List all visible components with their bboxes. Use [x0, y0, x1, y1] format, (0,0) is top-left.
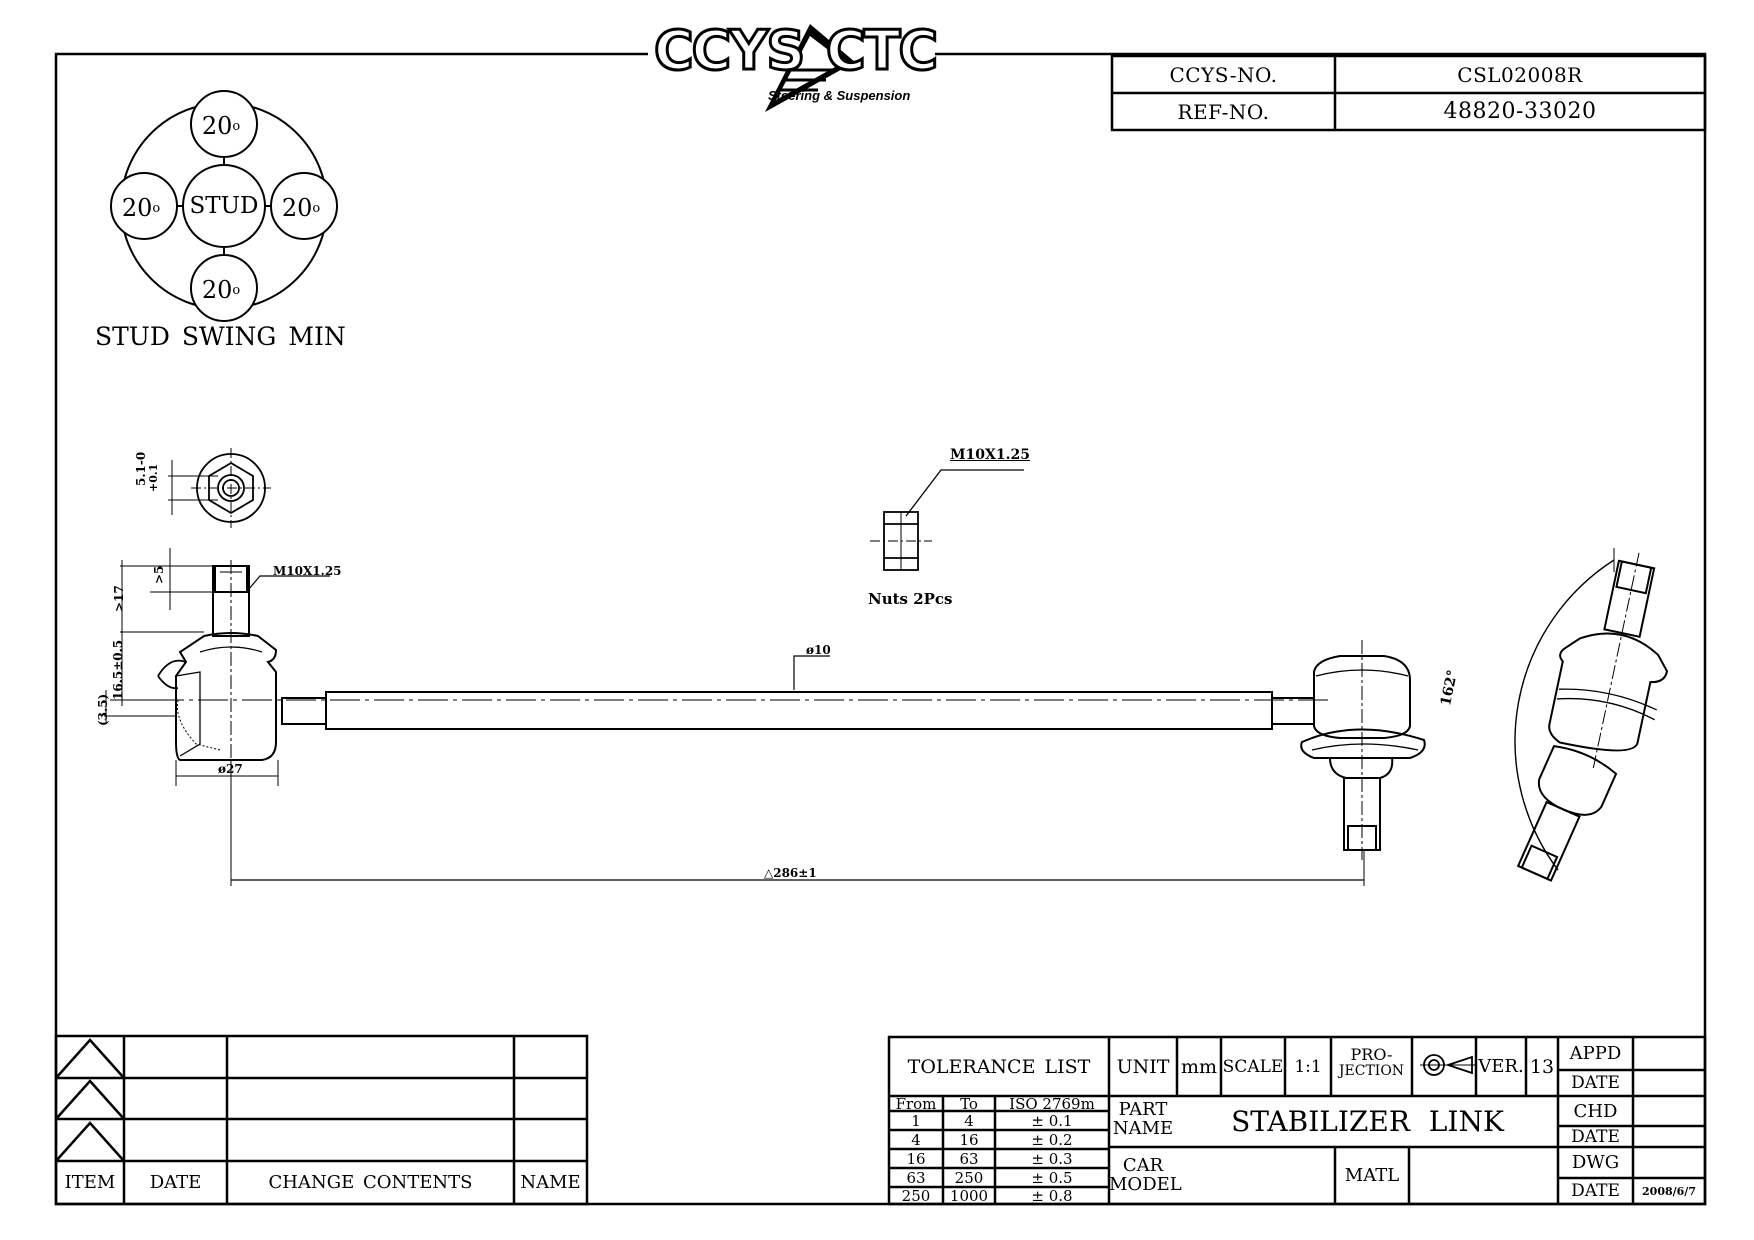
projection-symbol	[1420, 1054, 1476, 1076]
tol-header-to: To	[960, 1095, 978, 1113]
hex-dim-label: 5.1-0	[134, 451, 148, 486]
hex-top-view	[168, 448, 271, 528]
appd-date-label: DATE	[1571, 1073, 1620, 1093]
nut-side-view	[870, 469, 1024, 571]
dim-rod-diameter: ø10	[806, 643, 831, 657]
tol-row-from: 250	[901, 1186, 931, 1205]
scale-label: SCALE	[1222, 1056, 1284, 1077]
dwg-date-value: 2008/6/7	[1642, 1184, 1696, 1198]
chd-date-label: DATE	[1571, 1126, 1620, 1147]
logo-brand-right: CTC	[824, 19, 939, 82]
tol-row-from: 63	[906, 1168, 926, 1187]
part-name-label: PART NAME	[1112, 1099, 1174, 1139]
rev-col-item: ITEM	[64, 1172, 116, 1193]
logo-brand-left: CCYS	[652, 19, 806, 82]
dwg-date-label: DATE	[1571, 1181, 1620, 1201]
stabilizer-link-drawing	[104, 548, 1669, 886]
logo-tagline: Steering & Suspension	[768, 88, 911, 103]
ver-label: VER.	[1478, 1056, 1524, 1077]
car-model-label: CAR MODEL	[1109, 1155, 1182, 1195]
tol-row-value: ± 0.5	[1031, 1168, 1073, 1187]
matl-label: MATL	[1344, 1165, 1400, 1186]
ver-value: 13	[1529, 1055, 1555, 1078]
tol-row-value: ± 0.2	[1031, 1130, 1073, 1149]
dim-ball-diameter: ø27	[218, 762, 243, 776]
scale-value: 1:1	[1294, 1056, 1322, 1077]
dwg-label: DWG	[1571, 1152, 1620, 1173]
chd-label: CHD	[1573, 1100, 1618, 1122]
stud-thread-label: M10X1.25	[273, 564, 342, 578]
tol-row-from: 4	[911, 1130, 921, 1149]
part-name-value: STABILIZER LINK	[1231, 1105, 1504, 1138]
tol-row-to: 250	[954, 1168, 984, 1187]
tol-header-from: From	[895, 1095, 937, 1113]
tol-row-value: ± 0.3	[1031, 1149, 1073, 1168]
ccys-no-label: CCYS-NO.	[1169, 62, 1278, 87]
tol-row-to: 16	[959, 1130, 979, 1149]
tol-row-from: 1	[911, 1111, 921, 1130]
rev-col-name: NAME	[520, 1172, 581, 1193]
dim-gt5: >5	[152, 565, 166, 584]
tolerance-title: TOLERANCE LIST	[907, 1055, 1091, 1078]
rev-col-change: CHANGE CONTENTS	[268, 1172, 473, 1193]
tol-row-to: 63	[959, 1149, 979, 1168]
projection-label: PRO- JECTION	[1338, 1045, 1405, 1079]
unit-value: mm	[1180, 1055, 1218, 1078]
dim-gt17: >17	[112, 585, 126, 612]
appd-label: APPD	[1569, 1043, 1622, 1064]
swing-center-label: STUD	[189, 193, 259, 219]
nut-thread-label: M10X1.25	[950, 447, 1030, 463]
ccys-ctc-logo	[765, 24, 855, 112]
nut-caption: Nuts 2Pcs	[868, 590, 953, 608]
tol-row-to: 1000	[949, 1186, 989, 1205]
ccys-no-value: CSL02008R	[1457, 62, 1583, 87]
swing-caption: STUD SWING MIN	[95, 322, 346, 351]
tol-row-to: 4	[964, 1111, 974, 1130]
ref-no-label: REF-NO.	[1177, 99, 1270, 124]
dim-3-5: (3.5)	[96, 693, 110, 726]
tol-row-from: 16	[906, 1149, 926, 1168]
tol-header-iso: ISO 2769m	[1009, 1095, 1095, 1113]
tol-row-value: ± 0.8	[1031, 1186, 1073, 1205]
ref-no-value: 48820-33020	[1443, 99, 1597, 124]
tol-row-value: ± 0.1	[1031, 1111, 1073, 1130]
stud-swing-diagram	[110, 90, 338, 322]
rev-col-date: DATE	[149, 1172, 202, 1193]
hex-tol-label: +0.1	[147, 463, 160, 492]
unit-label: UNIT	[1116, 1055, 1170, 1078]
dim-16-5: 16.5±0.5	[111, 639, 125, 700]
dim-overall-length: △286±1	[764, 866, 817, 880]
